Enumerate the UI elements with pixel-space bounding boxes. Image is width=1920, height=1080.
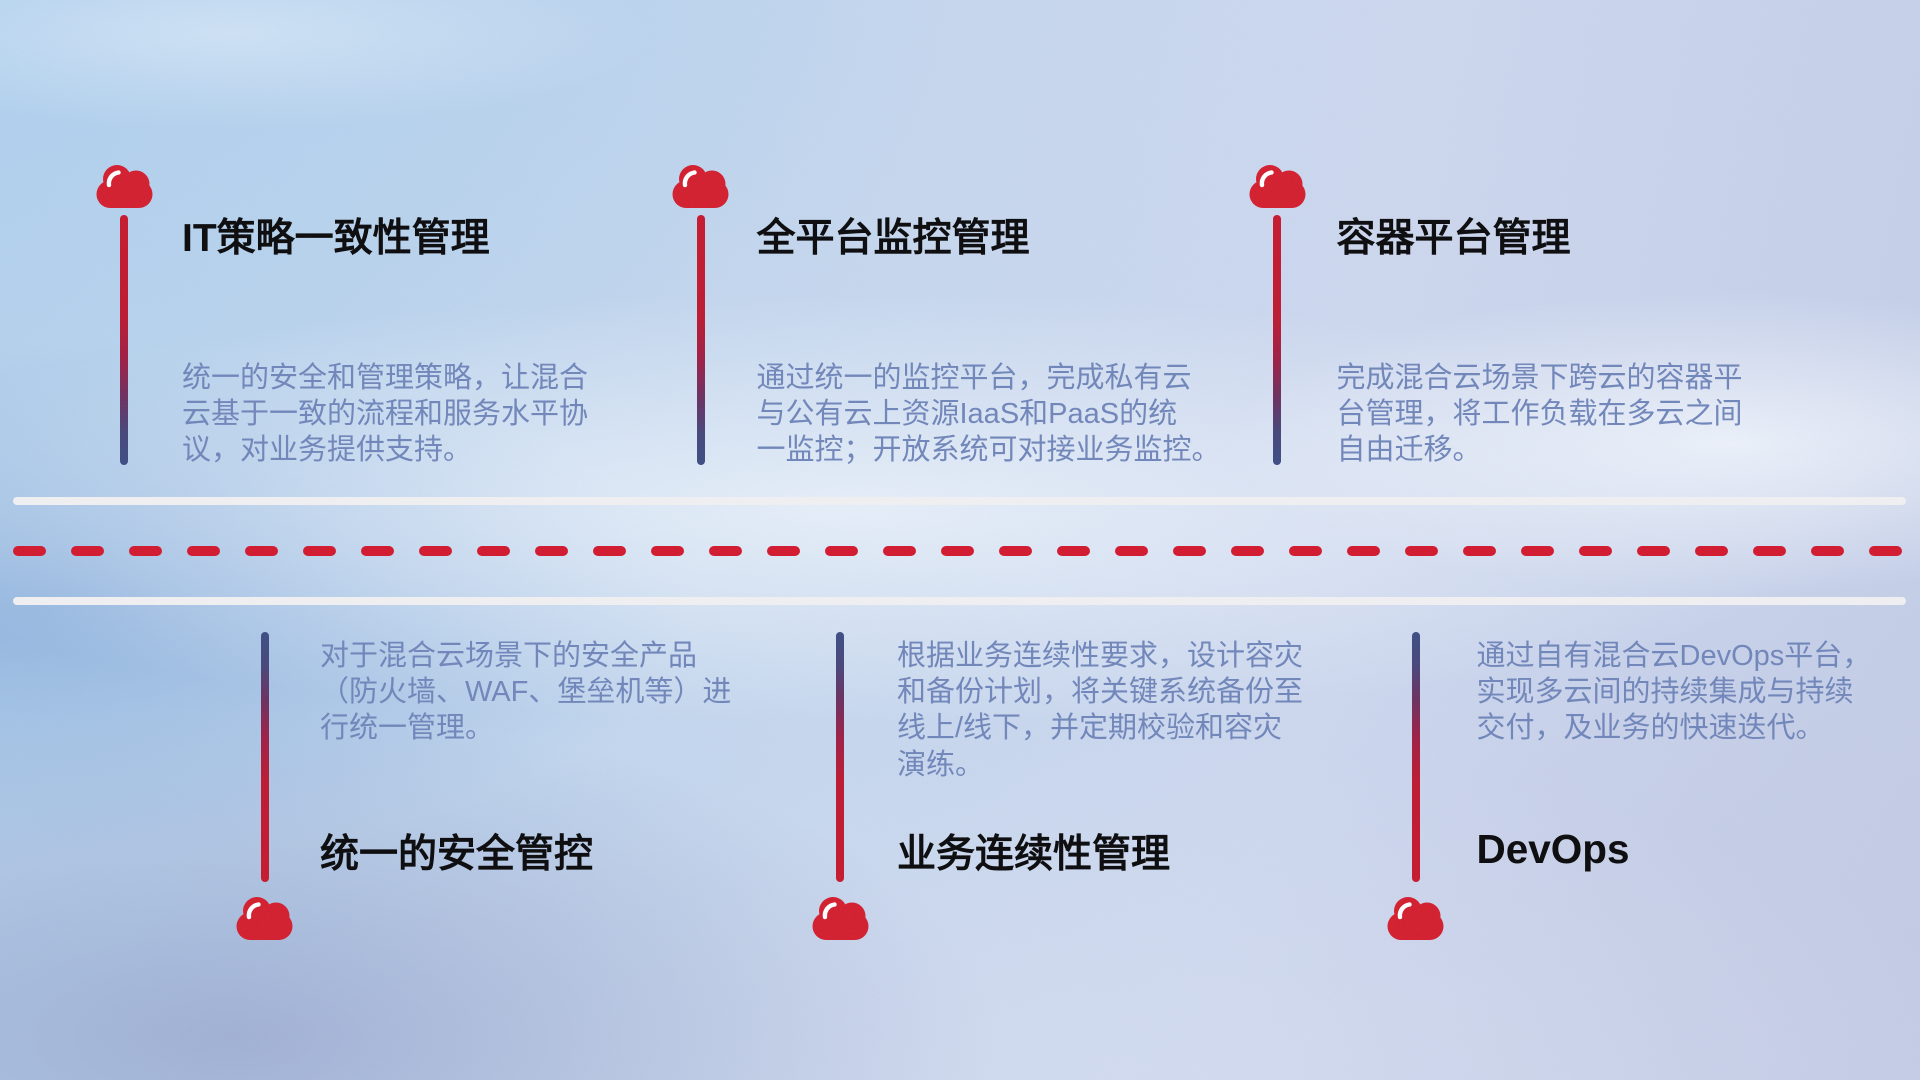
cloud-icon xyxy=(1249,164,1305,208)
road-dash xyxy=(999,545,1032,556)
road-dash xyxy=(361,545,394,556)
road-dash xyxy=(767,545,800,556)
road-dash xyxy=(1695,545,1728,556)
road-line-bottom xyxy=(13,596,1906,605)
item-title: 统一的安全管控 xyxy=(320,832,594,876)
item-title: 容器平台管理 xyxy=(1336,216,1571,260)
road-line-top xyxy=(13,497,1906,505)
road-dash xyxy=(245,545,278,556)
road-dash xyxy=(71,545,104,556)
item-title: 全平台监控管理 xyxy=(756,216,1030,260)
road-dash xyxy=(13,545,46,556)
item-description: 完成混合云场景下跨云的容器平 台管理，将工作负载在多云之间 自由迁移。 xyxy=(1336,362,1743,467)
item-description: 对于混合云场景下的安全产品 （防火墙、WAF、堡垒机等）进 行统一管理。 xyxy=(320,640,732,745)
cloud-icon xyxy=(96,164,152,208)
road-dash xyxy=(883,545,916,556)
item-title: DevOps xyxy=(1476,826,1630,872)
timeline-pole xyxy=(1273,215,1281,465)
item-description: 通过自有混合云DevOps平台， 实现多云间的持续集成与持续 交付，及业务的快速… xyxy=(1476,640,1872,745)
road-dash xyxy=(129,545,162,556)
cloud-icon xyxy=(236,896,293,940)
road-dash xyxy=(303,545,336,556)
timeline-pole xyxy=(1411,632,1420,882)
road-dash xyxy=(1289,545,1322,556)
road-dash xyxy=(1869,545,1902,556)
road-dash xyxy=(1173,545,1206,556)
road-dash xyxy=(477,545,510,556)
road-dash xyxy=(1405,545,1438,556)
item-description: 统一的安全和管理策略，让混合 云基于一致的流程和服务水平协 议，对业务提供支持。 xyxy=(182,362,589,467)
road-dash xyxy=(1521,545,1554,556)
item-description: 通过统一的监控平台，完成私有云 与公有云上资源IaaS和PaaS的统 一监控；开… xyxy=(756,362,1221,467)
road-dash xyxy=(1231,545,1264,556)
road-dash xyxy=(419,545,452,556)
road-dash xyxy=(709,545,742,556)
timeline-pole xyxy=(696,215,705,465)
road-dash xyxy=(941,545,974,556)
road-dash xyxy=(825,545,858,556)
timeline-pole xyxy=(260,632,269,882)
road-dash xyxy=(593,545,626,556)
item-title: IT策略一致性管理 xyxy=(182,216,490,260)
road-dash xyxy=(187,545,220,556)
road-dash xyxy=(1811,545,1844,556)
item-description: 根据业务连续性要求，设计容灾 和备份计划，将关键系统备份至 线上/线下，并定期校… xyxy=(897,640,1304,781)
road-dash xyxy=(1753,545,1786,556)
road-dash xyxy=(1463,545,1496,556)
road-dash xyxy=(535,545,568,556)
road-dash xyxy=(651,545,684,556)
cloud-icon xyxy=(812,896,868,940)
road-dash xyxy=(1057,545,1090,556)
road-dash xyxy=(1637,545,1670,556)
timeline-pole xyxy=(836,632,844,882)
cloud-icon xyxy=(1387,896,1444,940)
cloud-icon xyxy=(672,164,729,208)
road-dash xyxy=(1347,545,1380,556)
road-dashed-line xyxy=(13,545,1902,556)
road-dash xyxy=(1115,545,1148,556)
road-dash xyxy=(1579,545,1612,556)
timeline-pole xyxy=(120,215,128,465)
item-title: 业务连续性管理 xyxy=(897,832,1171,876)
